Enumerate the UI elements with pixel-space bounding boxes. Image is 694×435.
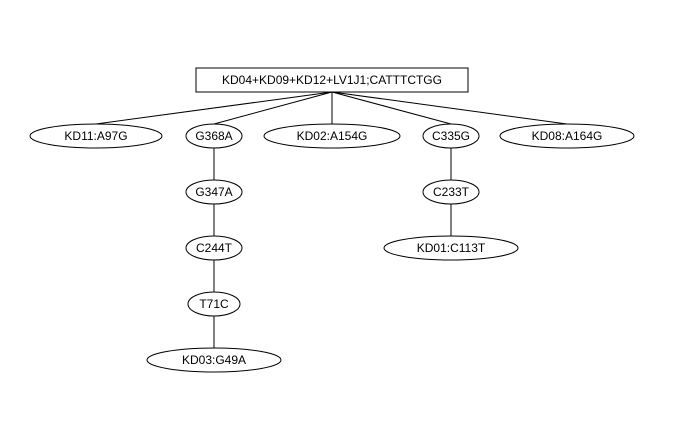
node-ellipse [187, 291, 241, 317]
node-label: G368A [195, 129, 232, 143]
node-ellipse [185, 179, 243, 205]
tree-node: KD11:A97G [29, 123, 163, 149]
tree-node: C233T [422, 179, 480, 205]
node-ellipse [185, 235, 243, 261]
root-node-box [195, 67, 469, 93]
tree-edge [331, 91, 568, 125]
node-label: T71C [199, 297, 229, 311]
node-label: KD11:A97G [64, 129, 127, 143]
tree-edge [95, 91, 333, 125]
tree-node: KD03:G49A [146, 347, 282, 373]
tree-nodes: KD04+KD09+KD12+LV1J1;CATTTCTGG KD11:A97G G… [29, 67, 635, 373]
tree-node: C244T [185, 235, 243, 261]
node-label: KD08:A164G [532, 129, 603, 143]
node-label: KD03:G49A [182, 353, 246, 367]
node-label: G347A [195, 185, 232, 199]
tree-node: KD01:C113T [383, 235, 519, 261]
node-ellipse [499, 123, 635, 149]
tree-node: G347A [185, 179, 243, 205]
node-label: C335G [432, 129, 470, 143]
node-ellipse [383, 235, 519, 261]
tree-edge [331, 91, 452, 125]
node-ellipse [146, 347, 282, 373]
node-ellipse [29, 123, 163, 149]
tree-node: T71C [187, 291, 241, 317]
node-ellipse [185, 123, 243, 149]
node-ellipse [422, 123, 480, 149]
node-ellipse [422, 179, 480, 205]
node-label: KD02:A154G [297, 129, 368, 143]
node-label: KD04+KD09+KD12+LV1J1;CATTTCTGG [222, 73, 442, 87]
node-label: KD01:C113T [417, 241, 486, 255]
tree-node: KD02:A154G [263, 123, 401, 149]
node-label: C244T [196, 241, 233, 255]
tree-node: G368A [185, 123, 243, 149]
root-node: KD04+KD09+KD12+LV1J1;CATTTCTGG [195, 67, 469, 93]
tree-node: KD08:A164G [499, 123, 635, 149]
tree-edges [95, 91, 568, 348]
tree-edge [213, 91, 333, 125]
tree-node: C335G [422, 123, 480, 149]
node-ellipse [263, 123, 401, 149]
node-label: C233T [433, 185, 470, 199]
